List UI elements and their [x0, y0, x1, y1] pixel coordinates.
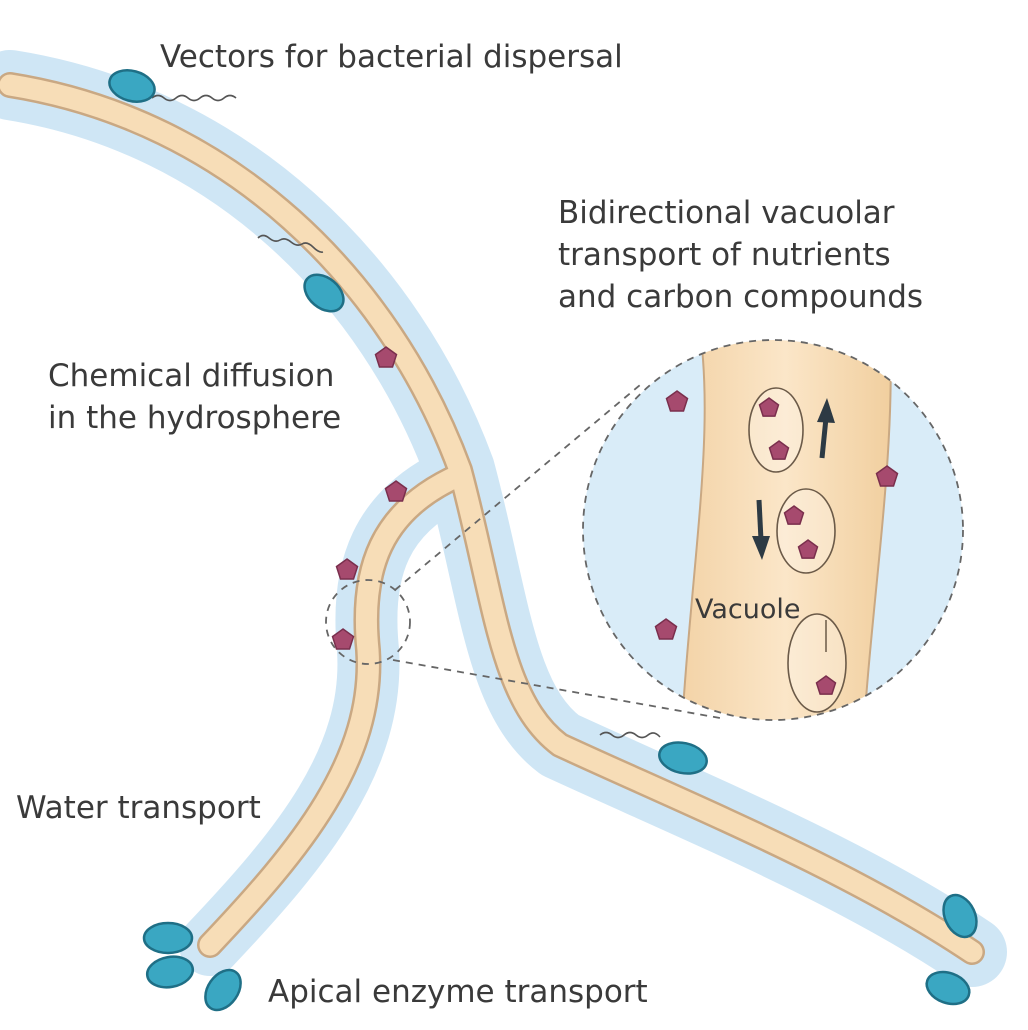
- zoom-source-circle: [325, 579, 411, 665]
- zoom-indicator: [325, 384, 721, 719]
- inset-border: [582, 339, 964, 721]
- branch-hypha: [199, 464, 471, 956]
- bacterium-top: [108, 69, 237, 103]
- molecule: [331, 628, 355, 650]
- bacterium-tip-left-b: [145, 955, 195, 989]
- bacterium-lower-right: [599, 731, 708, 775]
- label-apical: Apical enzyme transport: [268, 974, 648, 1010]
- molecule: [815, 675, 837, 695]
- label-chemical-2: in the hydrosphere: [48, 400, 341, 436]
- molecule: [384, 480, 408, 502]
- molecule: [335, 558, 359, 580]
- label-vectors: Vectors for bacterial dispersal: [160, 39, 623, 75]
- molecule: [654, 618, 678, 640]
- label-chemical-1: Chemical diffusion: [48, 358, 334, 394]
- vacuole: [776, 488, 836, 574]
- bacteria: [108, 69, 978, 1012]
- molecules-outer: [331, 346, 408, 650]
- vacuole: [787, 613, 847, 713]
- label-bidirectional-2: transport of nutrients: [558, 237, 891, 273]
- molecule: [374, 346, 398, 368]
- bacterium-tip-right-b: [925, 970, 971, 1006]
- bacterium-upper-middle: [257, 234, 345, 313]
- inset-view: [582, 339, 964, 721]
- bacterium-tip-right-a: [942, 893, 978, 939]
- main-hypha: [0, 74, 983, 963]
- hyphae: [0, 74, 983, 963]
- label-bidirectional-1: Bidirectional vacuolar: [558, 195, 895, 231]
- labels: Vectors for bacterial dispersal Bidirect…: [16, 39, 923, 1010]
- molecule: [768, 440, 790, 460]
- bacterium-tip-left-a: [142, 921, 194, 955]
- molecule: [797, 539, 819, 559]
- down-arrow-icon: [752, 499, 770, 560]
- inset-hypha: [678, 340, 892, 720]
- molecule: [875, 465, 899, 487]
- label-vacuole: Vacuole: [695, 594, 801, 625]
- molecule: [665, 390, 689, 412]
- molecule: [758, 397, 780, 417]
- label-bidirectional-3: and carbon compounds: [558, 279, 923, 315]
- bacterium-tip-left-c: [204, 968, 242, 1012]
- up-arrow-icon: [817, 398, 835, 459]
- molecule: [783, 505, 805, 525]
- label-water: Water transport: [16, 790, 261, 826]
